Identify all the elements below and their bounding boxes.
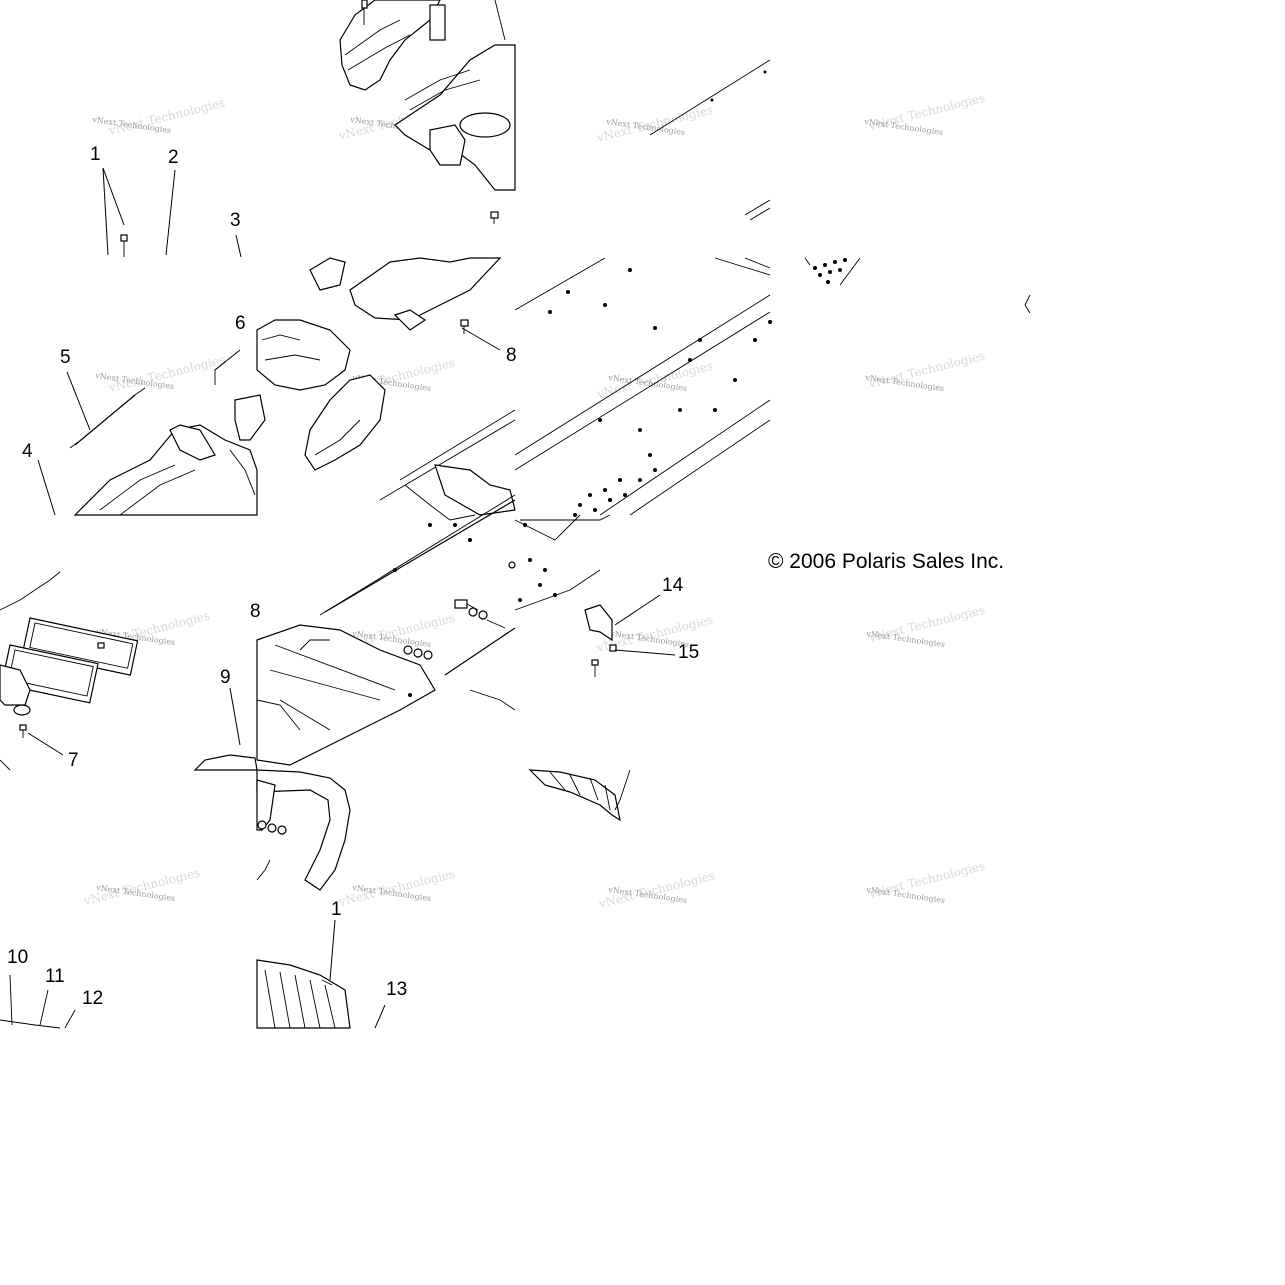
watermark: vNext Technologies vNext Technologies	[865, 602, 987, 649]
leader-lines	[27, 327, 676, 1029]
grab-bar	[193, 754, 351, 891]
callout-labels: 1 2 3 4 5 6 7 8 8 9 10 11 12 1 13 14 15	[7, 144, 699, 1009]
callout-6: 6	[235, 313, 246, 334]
callout-5: 5	[60, 347, 71, 368]
watermark: vNext Technologies vNext Technologies	[594, 102, 714, 145]
callout-3: 3	[230, 210, 241, 231]
callout-1-lower: 1	[331, 899, 342, 920]
screw-icon	[460, 319, 469, 334]
tunnel-rear	[508, 513, 611, 611]
seat-cover-top	[339, 0, 516, 224]
seat-front	[214, 257, 516, 516]
callout-1: 1	[90, 144, 101, 165]
callout-9: 9	[220, 667, 231, 688]
callout-7: 7	[68, 750, 79, 771]
hole-pattern	[518, 513, 577, 602]
rear-bumper-assembly	[73, 424, 258, 516]
rear-flap	[528, 769, 631, 822]
watermark: vNext Technologies vNext Technologies	[865, 858, 987, 905]
screw-icon	[120, 234, 128, 257]
callout-14: 14	[662, 575, 684, 596]
callout-13: 13	[386, 979, 407, 1000]
copyright-notice: © 2006 Polaris Sales Inc.	[768, 550, 1004, 573]
hole-pattern	[548, 268, 772, 512]
watermark: vNext Technologies vNext Technologies	[91, 95, 227, 138]
watermark: vNext Technologies vNext Technologies	[81, 865, 201, 908]
screw-icon	[97, 642, 105, 649]
callout-11: 11	[45, 966, 65, 987]
watermark: vNext Technologies vNext Technologies	[863, 90, 987, 137]
washer-stack	[403, 599, 488, 660]
tunnel-top-edge	[649, 59, 771, 221]
hole-pattern	[813, 258, 847, 284]
screw-icon	[19, 724, 27, 738]
rear-rack	[256, 484, 516, 766]
mounting-bracket	[584, 604, 617, 677]
watermark: vNext Technologies vNext Technologies	[336, 866, 456, 909]
callout-15: 15	[678, 642, 699, 663]
screw-icon	[321, 979, 333, 986]
screw-icon	[490, 211, 499, 224]
screw-icon	[361, 0, 368, 25]
watermark: vNext Technologies vNext Technologies	[864, 348, 987, 393]
snow-flap	[256, 959, 351, 1029]
callout-10: 10	[7, 947, 28, 968]
gas-strut	[69, 387, 146, 449]
tail-light-assembly	[0, 571, 139, 771]
screw-icon	[609, 644, 617, 652]
hole-pattern	[393, 523, 472, 697]
washer-stack	[257, 820, 287, 835]
watermark: vNext Technologies vNext Technologies	[94, 352, 227, 395]
screw-icon	[591, 659, 599, 677]
bolt-set-top-left	[102, 167, 242, 258]
watermark: vNext Technologies vNext Technologies	[596, 868, 716, 911]
callout-8: 8	[506, 345, 517, 366]
snow-flap-edge	[0, 974, 76, 1029]
callout-12: 12	[82, 988, 103, 1009]
callout-8-partial: 8	[250, 601, 261, 622]
watermark: vNext Technologies vNext Technologies	[594, 358, 714, 401]
callout-4: 4	[22, 441, 33, 462]
callout-2: 2	[168, 147, 179, 168]
tunnel-right-edge	[804, 257, 1031, 314]
tunnel-rails	[514, 257, 772, 516]
